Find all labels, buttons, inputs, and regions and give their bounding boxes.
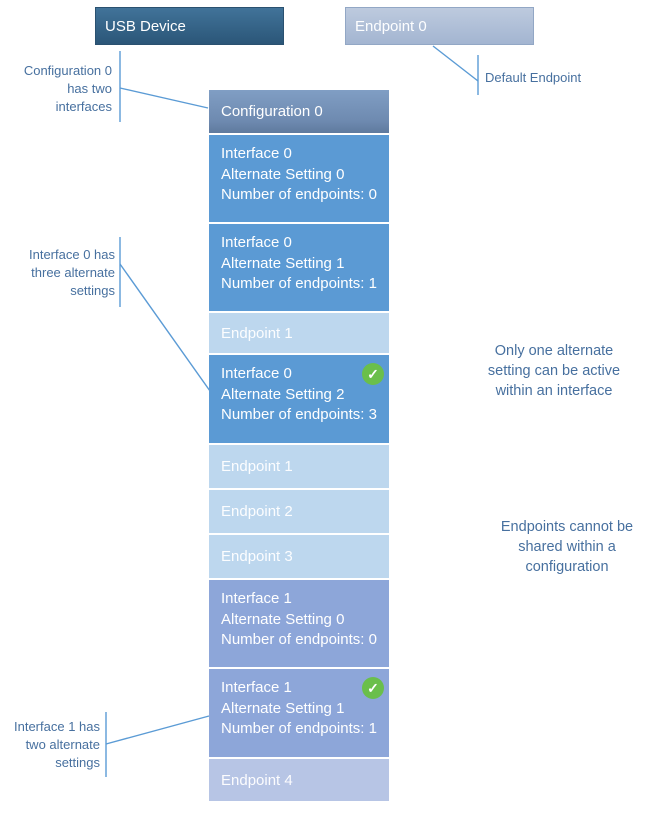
note-line: settings xyxy=(70,283,115,298)
note-line: interfaces xyxy=(55,99,112,114)
interface-line: Number of endpoints: 0 xyxy=(221,186,377,203)
note-line: Interface 1 has xyxy=(14,719,100,734)
interface-line: Alternate Setting 2 xyxy=(221,385,345,403)
note-line: within an interface xyxy=(495,383,613,399)
note-line: setting can be active xyxy=(487,363,621,379)
interface-line: Alternate Setting 0 xyxy=(221,165,345,183)
interface-line: Number of endpoints: 1 xyxy=(221,275,377,292)
endpoint-label: Endpoint 2 xyxy=(221,503,293,520)
interface1-alt0-block: Interface 1 Alternate Setting 0 Number o… xyxy=(209,580,389,667)
interface0-alt0-block: Interface 0 Alternate Setting 0 Number o… xyxy=(209,135,389,222)
interface-line: Interface 0 xyxy=(221,145,292,162)
endpoints-shared-note: Endpoints cannot be shared within a conf… xyxy=(481,517,653,577)
endpoint4-block: Endpoint 4 xyxy=(209,759,389,801)
config-callout-line xyxy=(119,87,209,109)
iface1-callout-line xyxy=(105,715,210,745)
note-line: two alternate xyxy=(25,737,100,752)
iface0-callout-line xyxy=(119,263,211,392)
endpoint1-active-block: Endpoint 1 xyxy=(209,445,389,488)
default-endpoint-note: Default Endpoint xyxy=(485,70,605,85)
note-line: Default Endpoint xyxy=(485,70,582,85)
interface-line: Number of endpoints: 0 xyxy=(221,631,377,648)
endpoint3-block: Endpoint 3 xyxy=(209,535,389,578)
interface0-alt2-block: ✓ Interface 0 Alternate Setting 2 Number… xyxy=(209,355,389,443)
note-line: has two xyxy=(67,81,112,96)
endpoint2-block: Endpoint 2 xyxy=(209,490,389,533)
alternate-setting-note: Only one alternate setting can be active… xyxy=(468,341,640,401)
interface-line: Number of endpoints: 1 xyxy=(221,720,377,737)
endpoint-label: Endpoint 4 xyxy=(221,771,293,789)
note-line: Endpoints cannot be xyxy=(500,519,634,535)
note-line: Interface 0 has xyxy=(29,247,115,262)
interface-line: Alternate Setting 0 xyxy=(221,610,345,628)
active-checkmark-icon: ✓ xyxy=(362,677,384,699)
note-line: settings xyxy=(55,755,100,770)
note-line: configuration xyxy=(525,559,609,575)
endpoint0-box: Endpoint 0 xyxy=(345,7,534,45)
endpoint1-block: Endpoint 1 xyxy=(209,313,389,353)
interface1-alt1-block: ✓ Interface 1 Alternate Setting 1 Number… xyxy=(209,669,389,757)
iface0-callout-note: Interface 0 has three alternate settings xyxy=(8,246,115,300)
interface-line: Interface 0 xyxy=(221,365,292,382)
interface-line: Alternate Setting 1 xyxy=(221,254,345,272)
note-line: Only one alternate xyxy=(494,343,614,359)
interface-line: Interface 0 xyxy=(221,234,292,251)
configuration-column: Configuration 0 Interface 0 Alternate Se… xyxy=(209,90,389,801)
endpoint0-label: Endpoint 0 xyxy=(355,17,427,35)
configuration-header: Configuration 0 xyxy=(209,90,389,133)
interface-line: Interface 1 xyxy=(221,590,292,607)
endpoint-label: Endpoint 3 xyxy=(221,548,293,565)
interface-line: Alternate Setting 1 xyxy=(221,699,345,717)
active-checkmark-icon: ✓ xyxy=(362,363,384,385)
note-line: shared within a xyxy=(518,539,616,555)
endpoint-label: Endpoint 1 xyxy=(221,324,293,342)
note-line: three alternate xyxy=(31,265,115,280)
note-line: Configuration 0 xyxy=(23,63,112,78)
endpoint-label: Endpoint 1 xyxy=(221,458,293,475)
config-callout-note: Configuration 0 has two interfaces xyxy=(8,62,112,116)
usb-device-box: USB Device xyxy=(95,7,284,45)
interface0-alt1-block: Interface 0 Alternate Setting 1 Number o… xyxy=(209,224,389,311)
iface1-callout-note: Interface 1 has two alternate settings xyxy=(0,718,100,772)
interface-line: Interface 1 xyxy=(221,679,292,696)
interface-line: Number of endpoints: 3 xyxy=(221,406,377,423)
configuration-header-label: Configuration 0 xyxy=(221,103,323,120)
usb-device-label: USB Device xyxy=(105,17,186,35)
default-ep-callout-line xyxy=(432,45,479,82)
